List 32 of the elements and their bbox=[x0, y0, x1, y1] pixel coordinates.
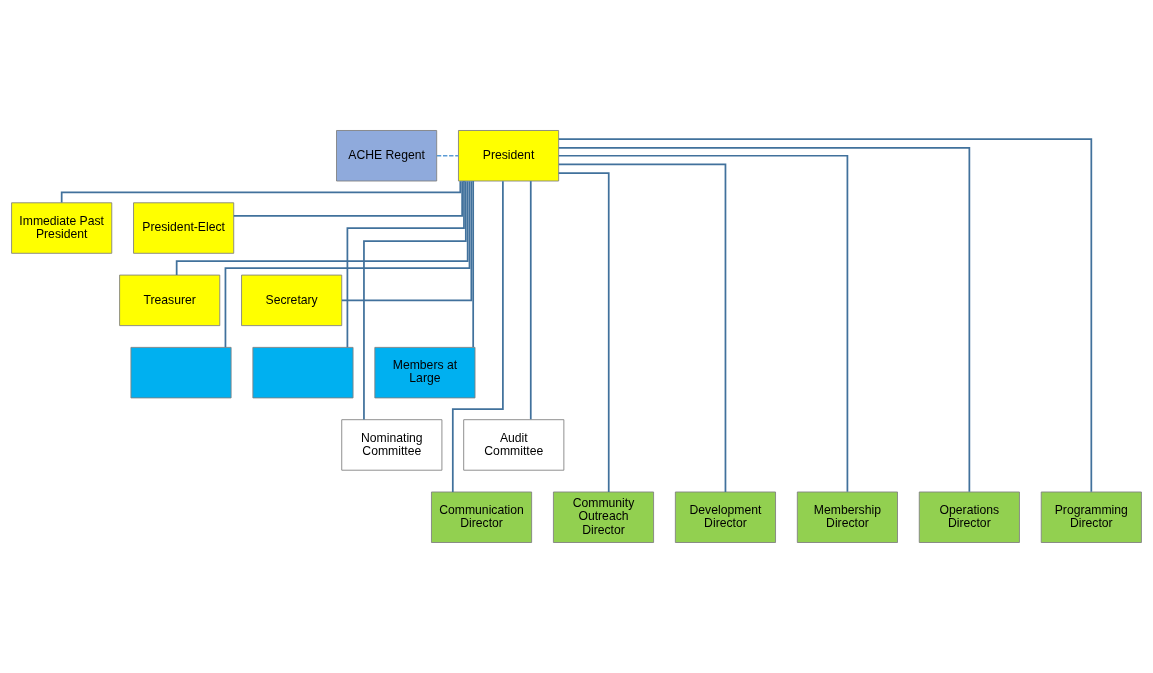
node-box: Secretary bbox=[241, 274, 343, 327]
connector bbox=[436, 154, 460, 157]
connector bbox=[232, 180, 463, 217]
node-box: Nominating Committee bbox=[341, 419, 443, 471]
connector bbox=[451, 180, 504, 493]
connector bbox=[341, 180, 473, 302]
node-box: Audit Committee bbox=[463, 419, 565, 471]
connector bbox=[60, 180, 462, 204]
node-box: ACHE Regent bbox=[336, 130, 438, 182]
connector bbox=[558, 163, 727, 493]
connector bbox=[472, 180, 475, 349]
connector bbox=[529, 180, 532, 421]
connector bbox=[558, 154, 849, 493]
node-box: Members at Large bbox=[374, 346, 476, 399]
node-box bbox=[130, 346, 232, 399]
connector bbox=[557, 138, 1093, 493]
node-box: Development Director bbox=[674, 491, 776, 543]
node-box: Immediate Past President bbox=[11, 202, 113, 254]
connector bbox=[557, 172, 610, 493]
connector bbox=[346, 180, 465, 348]
connector bbox=[557, 147, 971, 493]
node-box: President bbox=[458, 130, 560, 182]
node-box: Membership Director bbox=[796, 491, 898, 543]
connector bbox=[363, 180, 467, 421]
node-box: Operations Director bbox=[918, 491, 1020, 543]
node-box: Communication Director bbox=[431, 491, 533, 543]
connector bbox=[224, 180, 471, 349]
node-box: Treasurer bbox=[119, 274, 221, 327]
node-box: Programming Director bbox=[1040, 491, 1142, 543]
node-box: Community Outreach Director bbox=[553, 491, 655, 543]
node-box: President-Elect bbox=[133, 202, 235, 254]
node-box bbox=[252, 346, 354, 399]
